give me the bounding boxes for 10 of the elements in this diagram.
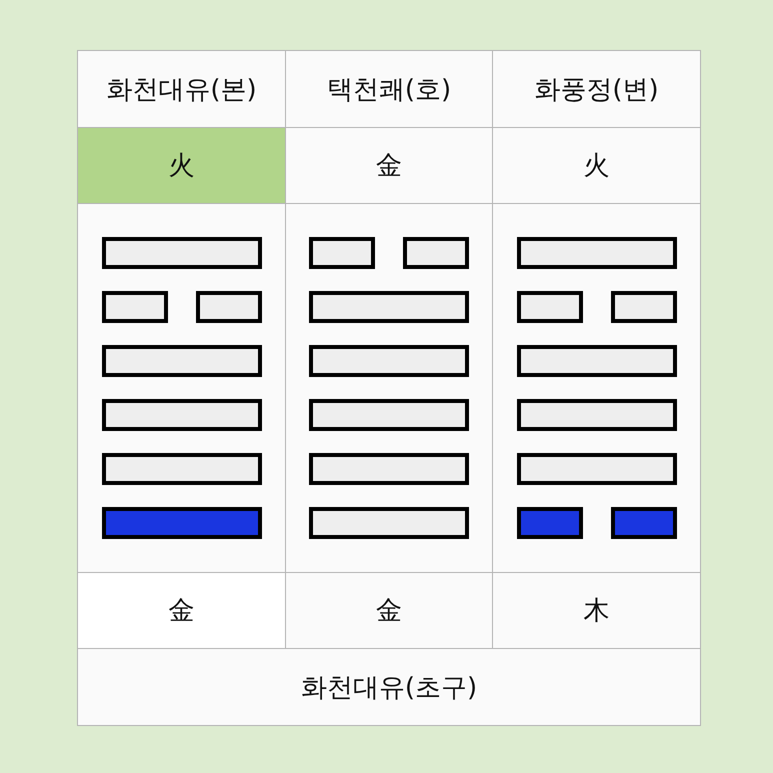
table-cell: 金: [77, 572, 286, 649]
table-cell: 화천대유(초구): [77, 648, 701, 726]
table-cell: 火: [77, 127, 286, 204]
column-header: 택천쾌(호): [285, 50, 493, 128]
table-cell: 金: [285, 127, 493, 204]
table-cell: 金: [285, 572, 493, 649]
table-cell: 火: [492, 127, 701, 204]
column-header: 화천대유(본): [77, 50, 286, 128]
table-cell: 木: [492, 572, 701, 649]
column-header: 화풍정(변): [492, 50, 701, 128]
